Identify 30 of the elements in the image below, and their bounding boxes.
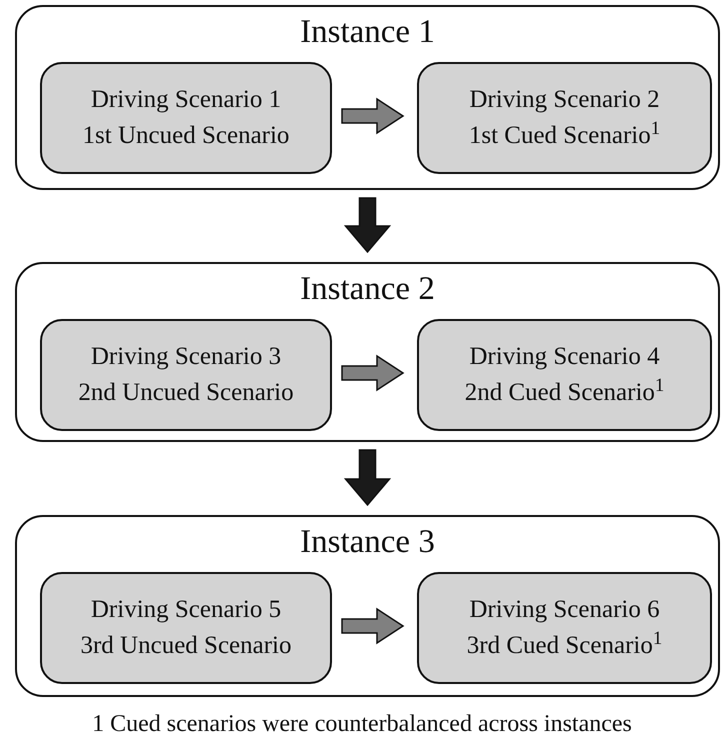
box-text: 1st Cued Scenario$^{1}$ — [468, 118, 660, 151]
process-box — [40, 319, 332, 431]
box-text: Driving Scenario 5 — [90, 595, 282, 625]
group-box — [15, 515, 720, 697]
caption: 1 Cued scenarios were counterbalanced across instances — [91, 710, 633, 739]
box-text: 2nd Uncued Scenario — [78, 378, 294, 408]
process-box — [417, 319, 712, 431]
box-text: 1st Uncued Scenario — [82, 121, 290, 151]
block-arrow — [344, 197, 392, 254]
group-title: Instance 1 — [299, 13, 436, 52]
block-arrow — [341, 354, 404, 392]
box-text: 2nd Cued Scenario$^{1}$ — [464, 375, 664, 408]
group-box — [15, 5, 720, 190]
block-arrow — [341, 608, 404, 644]
process-box — [40, 62, 332, 174]
process-box — [40, 572, 332, 684]
process-box — [417, 62, 712, 174]
box-text: Driving Scenario 4 — [469, 342, 660, 372]
box-text: 3rd Uncued Scenario — [80, 631, 292, 661]
group-title: Instance 3 — [299, 523, 436, 562]
group-title: Instance 2 — [299, 270, 436, 309]
box-text: Driving Scenario 1 — [90, 85, 282, 115]
block-arrow — [341, 98, 404, 134]
group-box — [15, 262, 720, 442]
process-box — [417, 572, 712, 684]
box-text: 3rd Cued Scenario$^{1}$ — [466, 628, 662, 661]
block-arrow — [344, 449, 392, 506]
box-text: Driving Scenario 3 — [90, 342, 282, 372]
box-text: Driving Scenario 6 — [469, 595, 660, 625]
box-text: Driving Scenario 2 — [469, 85, 660, 115]
